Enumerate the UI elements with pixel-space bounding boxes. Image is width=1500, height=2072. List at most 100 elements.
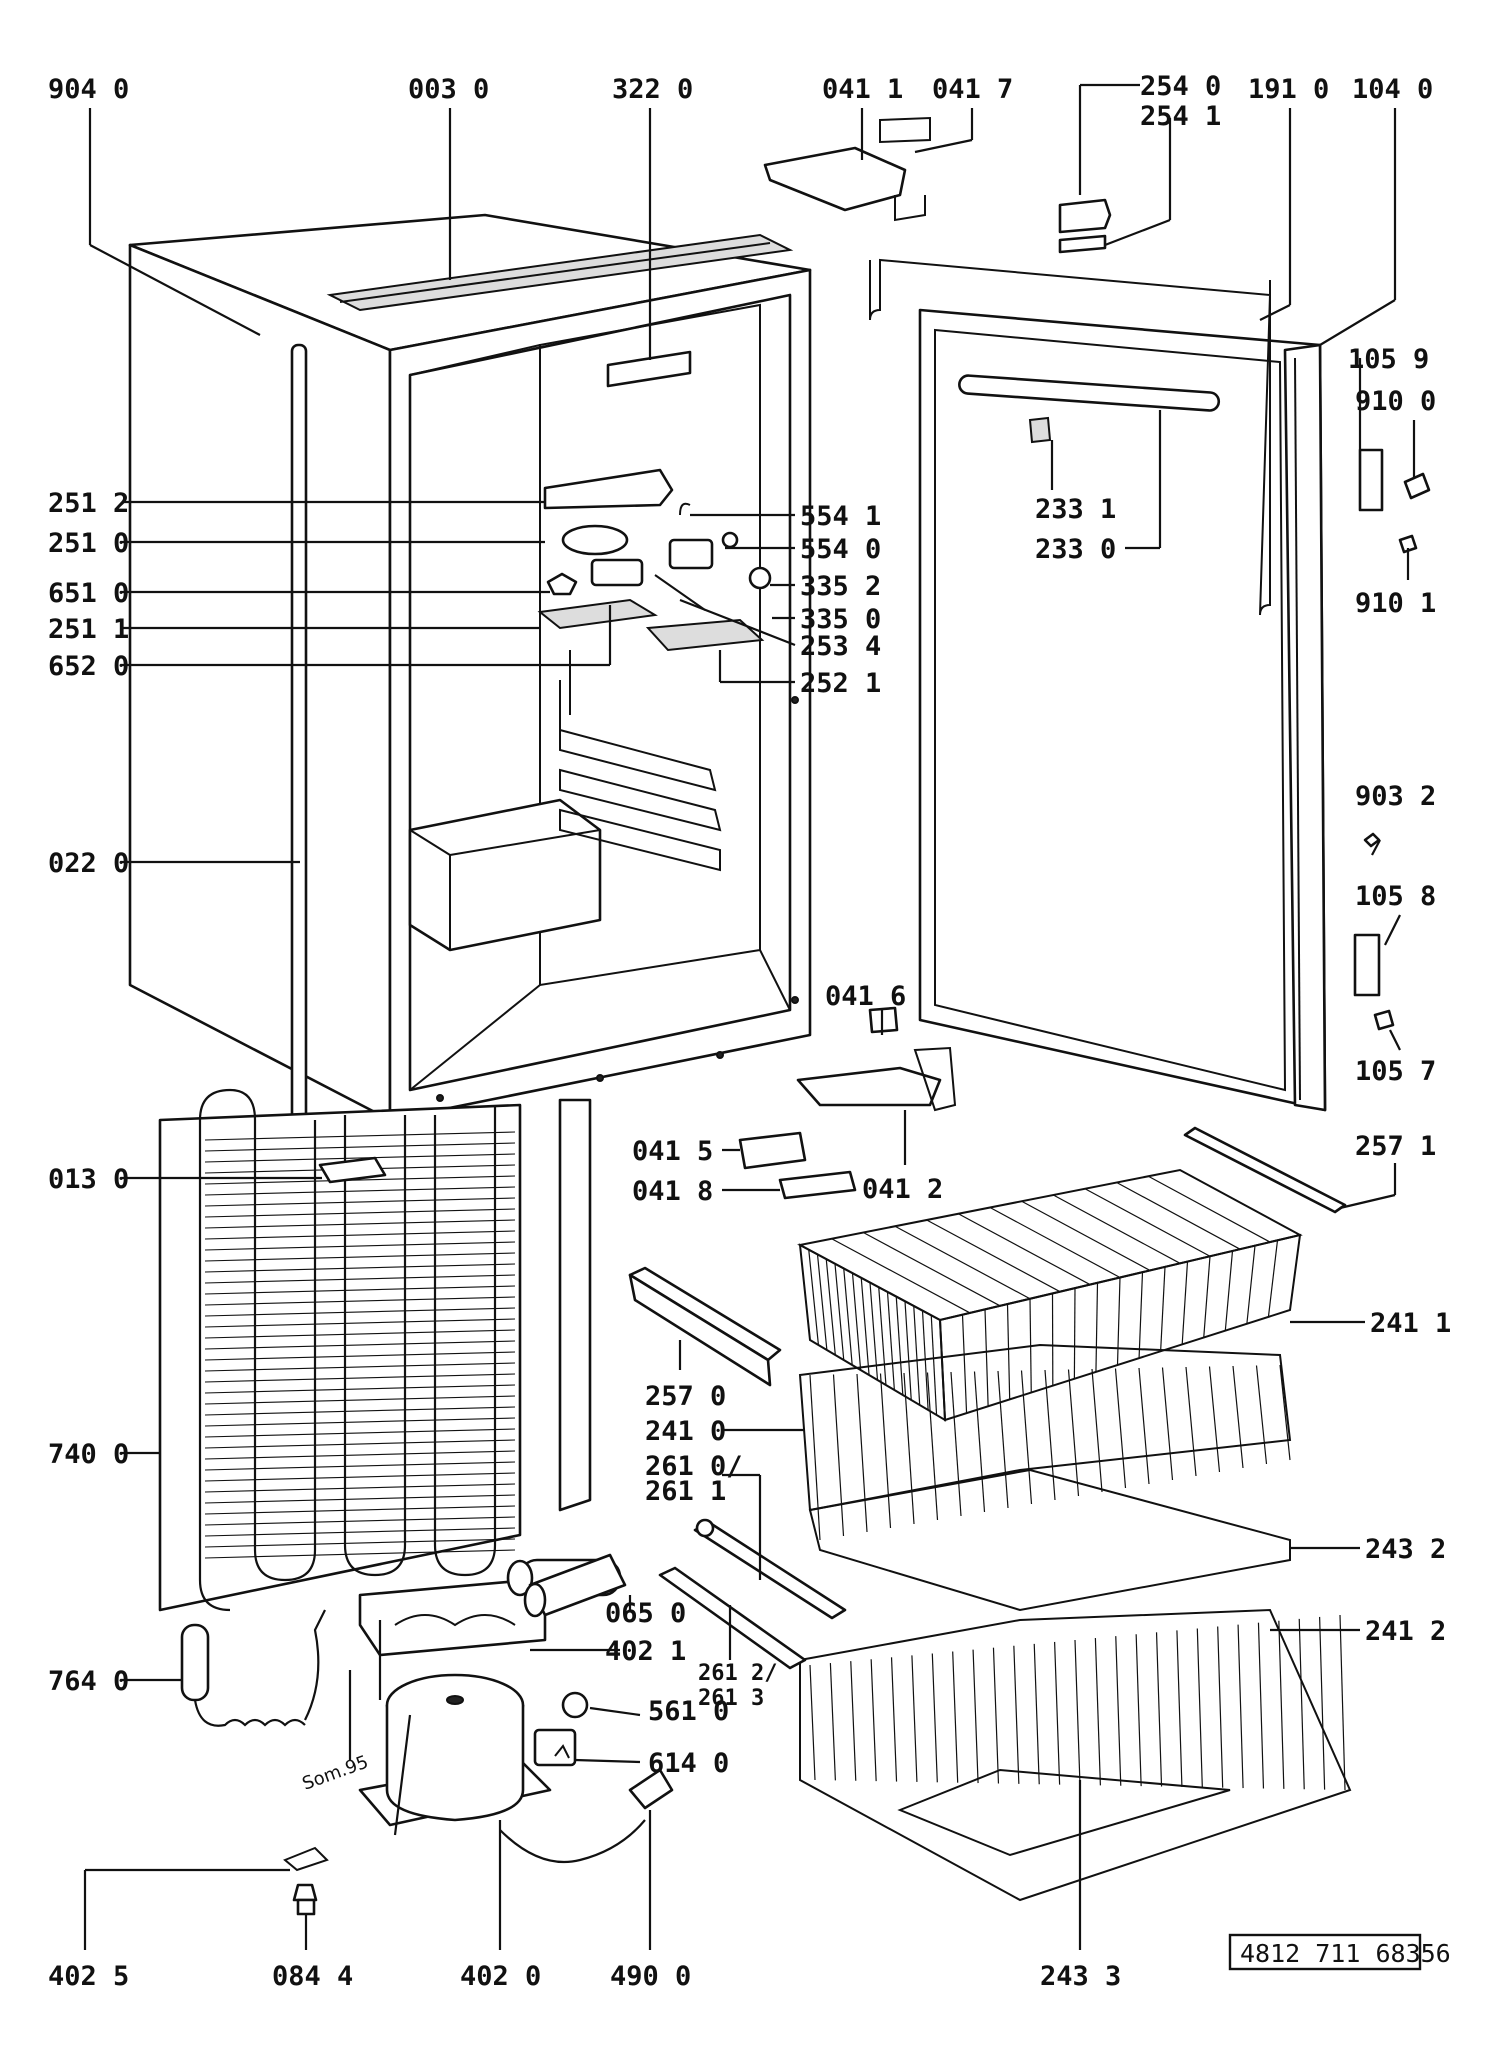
wire-line (1094, 1638, 1101, 1786)
wire-line (1196, 1628, 1203, 1788)
wire-line (204, 1362, 516, 1372)
wire-line (204, 1131, 516, 1141)
label-013-0: 013 0 (48, 1164, 129, 1195)
wire-line (204, 1428, 516, 1438)
label-041-2: 041 2 (862, 1174, 943, 1205)
refrigerator-cabinet (128, 213, 812, 1142)
wire-line (1217, 1626, 1224, 1788)
label-041-6: 041 6 (825, 981, 906, 1012)
wire-line (1155, 1632, 1163, 1787)
label-105-9: 105 9 (1348, 344, 1429, 375)
wire-line (1033, 1643, 1040, 1785)
wire-line (204, 1450, 516, 1460)
wire-line (886, 1291, 895, 1391)
handwritten-note: Som.95 (300, 1751, 372, 1794)
label-490-0: 490 0 (610, 1961, 691, 1992)
wire-line (870, 1659, 877, 1782)
wire-line (204, 1263, 516, 1273)
wire-line (989, 1206, 1121, 1279)
wire-line (204, 1219, 516, 1229)
wire-line (809, 1664, 816, 1781)
wire-line (952, 1651, 959, 1783)
wire-line (1278, 1620, 1285, 1789)
wire-line (939, 1319, 946, 1421)
wire-line (808, 1249, 820, 1346)
wire-line (1114, 1368, 1127, 1489)
label-041-5: 041 5 (632, 1136, 713, 1167)
wire-line (1319, 1616, 1326, 1790)
wire-line (860, 1277, 870, 1376)
wire-line (903, 1372, 915, 1525)
label-903-2: 903 2 (1355, 781, 1436, 812)
wire-line (829, 1663, 836, 1781)
wire-line (1148, 1175, 1271, 1243)
label-251-1: 251 1 (48, 614, 129, 645)
compressor-assembly (283, 1558, 674, 1916)
wire-line (1138, 1367, 1150, 1485)
label-191-0: 191 0 (1248, 74, 1329, 105)
wire-line (1074, 1639, 1081, 1786)
wire-line (204, 1395, 516, 1405)
wire-line (851, 1273, 862, 1371)
wire-line (973, 1371, 986, 1513)
wire-line (204, 1329, 516, 1339)
wire-line (926, 1219, 1061, 1293)
wire-line (895, 1296, 904, 1396)
label-254-0: 254 0 (1140, 71, 1221, 102)
label-764-0: 764 0 (48, 1666, 129, 1697)
wire-line (926, 1372, 939, 1521)
wire-line (1116, 1181, 1241, 1250)
label-322-0: 322 0 (612, 74, 693, 105)
wire-line (869, 1282, 879, 1381)
wire-line (1339, 1614, 1346, 1791)
wire-line (1067, 1369, 1080, 1497)
label-904-0: 904 0 (48, 74, 129, 105)
wire-line (1091, 1368, 1103, 1493)
wire-line (972, 1649, 979, 1784)
wire-line (204, 1439, 516, 1449)
panel-257-0 (628, 1266, 782, 1362)
wire-line (204, 1417, 516, 1427)
label-402-1: 402 1 (605, 1636, 686, 1667)
wire-line (834, 1263, 845, 1361)
wire-line (1053, 1194, 1181, 1264)
label-261-2: 261 2/ (698, 1661, 777, 1686)
label-614-0: 614 0 (648, 1748, 729, 1779)
wire-line (961, 1314, 968, 1414)
wire-line (204, 1549, 516, 1559)
wire-line (204, 1186, 516, 1196)
wire-line (204, 1208, 516, 1218)
top-hinge-041-1 (763, 116, 931, 222)
label-041-7: 041 7 (932, 74, 1013, 105)
wire-line (1115, 1636, 1122, 1786)
leader-lines (83, 83, 1416, 1950)
wire-line (1044, 1369, 1056, 1501)
bottom-hinge-041-2 (738, 1006, 957, 1200)
wire-line (204, 1241, 516, 1251)
panel-257-0-face (628, 1273, 772, 1387)
wire-line (992, 1647, 1000, 1784)
wire-line (1179, 1169, 1301, 1236)
wire-line (204, 1384, 516, 1394)
wire-line (1237, 1624, 1244, 1789)
wire-line (825, 1259, 836, 1356)
label-910-0: 910 0 (1355, 386, 1436, 417)
wire-line (799, 1244, 811, 1341)
wire-line (1181, 1261, 1189, 1345)
wire-line (1084, 1188, 1211, 1257)
label-251-2: 251 2 (48, 488, 129, 519)
wire-line (1116, 1277, 1121, 1366)
wire-line (1255, 1365, 1268, 1465)
label-261-1: 261 1 (645, 1476, 726, 1507)
label-652-0: 652 0 (48, 651, 129, 682)
wire-line (204, 1538, 516, 1548)
condenser-assembly (158, 1088, 592, 1727)
wire-line (890, 1657, 898, 1782)
door-side-parts (1353, 448, 1431, 1031)
label-241-1: 241 1 (1370, 1308, 1451, 1339)
label-554-0: 554 0 (800, 534, 881, 565)
wire-line (863, 1231, 1001, 1307)
wire-line (204, 1461, 516, 1471)
label-065-0: 065 0 (605, 1598, 686, 1629)
wire-line (204, 1296, 516, 1306)
